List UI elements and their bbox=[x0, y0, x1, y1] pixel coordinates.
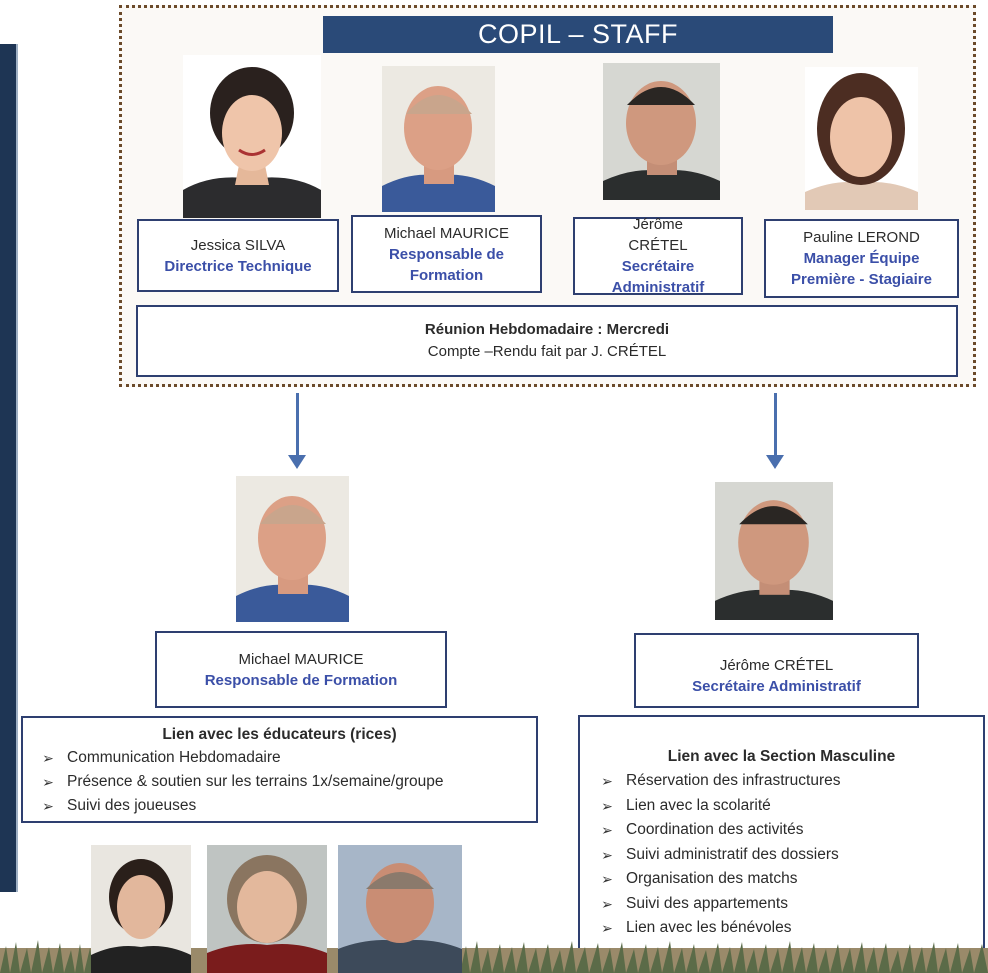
photo-educator-1 bbox=[91, 845, 191, 973]
member-name: Pauline LEROND bbox=[803, 229, 920, 246]
bullet-arrow-icon: ➢ bbox=[42, 774, 54, 790]
list-item: ➢Réservation des infrastructures bbox=[596, 769, 967, 794]
member-role: Manager Équipe Première - Stagiaire bbox=[791, 250, 932, 288]
list-item: ➢Suivi administratif des dossiers bbox=[596, 843, 967, 868]
photo-michael-maurice-branch bbox=[236, 476, 349, 622]
list-item: ➢Lien avec les bénévoles bbox=[596, 916, 967, 941]
list-item: ➢Lien avec la scolarité bbox=[596, 794, 967, 819]
branch-name: Jérôme CRÉTEL bbox=[719, 656, 834, 674]
member-card-michael-maurice: Michael MAURICE Responsable de Formation bbox=[351, 215, 542, 293]
photo-jerome-cretel-branch bbox=[715, 482, 833, 620]
meeting-schedule: Réunion Hebdomadaire : Mercredi bbox=[424, 321, 670, 338]
branch-role: Secrétaire Administratif bbox=[692, 677, 861, 695]
bullet-arrow-icon: ➢ bbox=[42, 750, 54, 766]
photo-jerome-cretel bbox=[603, 63, 720, 200]
photo-educator-3 bbox=[338, 845, 462, 973]
bullet-arrow-icon: ➢ bbox=[601, 822, 613, 838]
member-role: Responsable de Formation bbox=[388, 245, 505, 284]
branch-card-jerome-cretel: Jérôme CRÉTEL Secrétaire Administratif bbox=[634, 633, 919, 708]
bullet-arrow-icon: ➢ bbox=[601, 920, 613, 936]
list-item: ➢Organisation des matchs bbox=[596, 867, 967, 892]
branch-name: Michael MAURICE bbox=[238, 650, 364, 668]
member-card-pauline-lerond: Pauline LEROND Manager Équipe Première -… bbox=[764, 219, 959, 298]
mens-section-link-panel: Lien avec la Section Masculine ➢Réservat… bbox=[578, 715, 985, 957]
meeting-report-note: Compte –Rendu fait par J. CRÉTEL bbox=[427, 343, 667, 360]
bullet-arrow-icon: ➢ bbox=[601, 846, 613, 863]
bullet-arrow-icon: ➢ bbox=[601, 895, 613, 912]
list-item: ➢Communication Hebdomadaire bbox=[37, 746, 522, 770]
meeting-info-box: Réunion Hebdomadaire : Mercredi Compte –… bbox=[136, 305, 958, 377]
bullet-arrow-icon: ➢ bbox=[601, 797, 613, 814]
member-card-jessica-silva: Jessica SILVA Directrice Technique bbox=[137, 219, 339, 292]
member-name: Jessica SILVA bbox=[190, 236, 286, 254]
educators-link-panel: Lien avec les éducateurs (rices) ➢Commun… bbox=[21, 716, 538, 823]
educators-panel-title: Lien avec les éducateurs (rices) bbox=[162, 726, 397, 743]
bullet-arrow-icon: ➢ bbox=[601, 871, 613, 887]
left-decor-rule bbox=[16, 44, 18, 892]
arrow-right-head bbox=[766, 455, 784, 469]
member-name: Jérôme CRÉTEL bbox=[628, 216, 688, 254]
mens-section-panel-title: Lien avec la Section Masculine bbox=[667, 748, 896, 765]
list-item: ➢Présence & soutien sur les terrains 1x/… bbox=[37, 770, 522, 794]
copil-banner: COPIL – STAFF bbox=[323, 16, 833, 53]
photo-jessica-silva bbox=[183, 55, 321, 218]
list-item: ➢Coordination des activités bbox=[596, 818, 967, 843]
branch-card-michael-maurice: Michael MAURICE Responsable de Formation bbox=[155, 631, 447, 708]
list-item: ➢Suivi des joueuses bbox=[37, 794, 522, 818]
educators-task-list: ➢Communication Hebdomadaire ➢Présence & … bbox=[37, 746, 522, 818]
photo-pauline-lerond bbox=[805, 67, 918, 210]
left-decor-bar bbox=[0, 44, 16, 892]
bullet-arrow-icon: ➢ bbox=[42, 798, 54, 814]
branch-role: Responsable de Formation bbox=[204, 671, 398, 689]
member-role: Directrice Technique bbox=[164, 257, 312, 275]
member-card-jerome-cretel: Jérôme CRÉTEL Secrétaire Administratif bbox=[573, 216, 743, 296]
photo-educator-2 bbox=[207, 845, 327, 973]
mens-section-task-list: ➢Réservation des infrastructures ➢Lien a… bbox=[596, 769, 967, 941]
list-item: ➢Suivi des appartements bbox=[596, 892, 967, 917]
arrow-right-shaft bbox=[774, 393, 777, 457]
arrow-left-head bbox=[288, 455, 306, 469]
bullet-arrow-icon: ➢ bbox=[601, 773, 613, 789]
member-role: Secrétaire Administratif bbox=[611, 258, 705, 296]
photo-michael-maurice bbox=[382, 66, 495, 212]
member-name: Michael MAURICE bbox=[383, 224, 510, 242]
arrow-left-shaft bbox=[296, 393, 299, 457]
